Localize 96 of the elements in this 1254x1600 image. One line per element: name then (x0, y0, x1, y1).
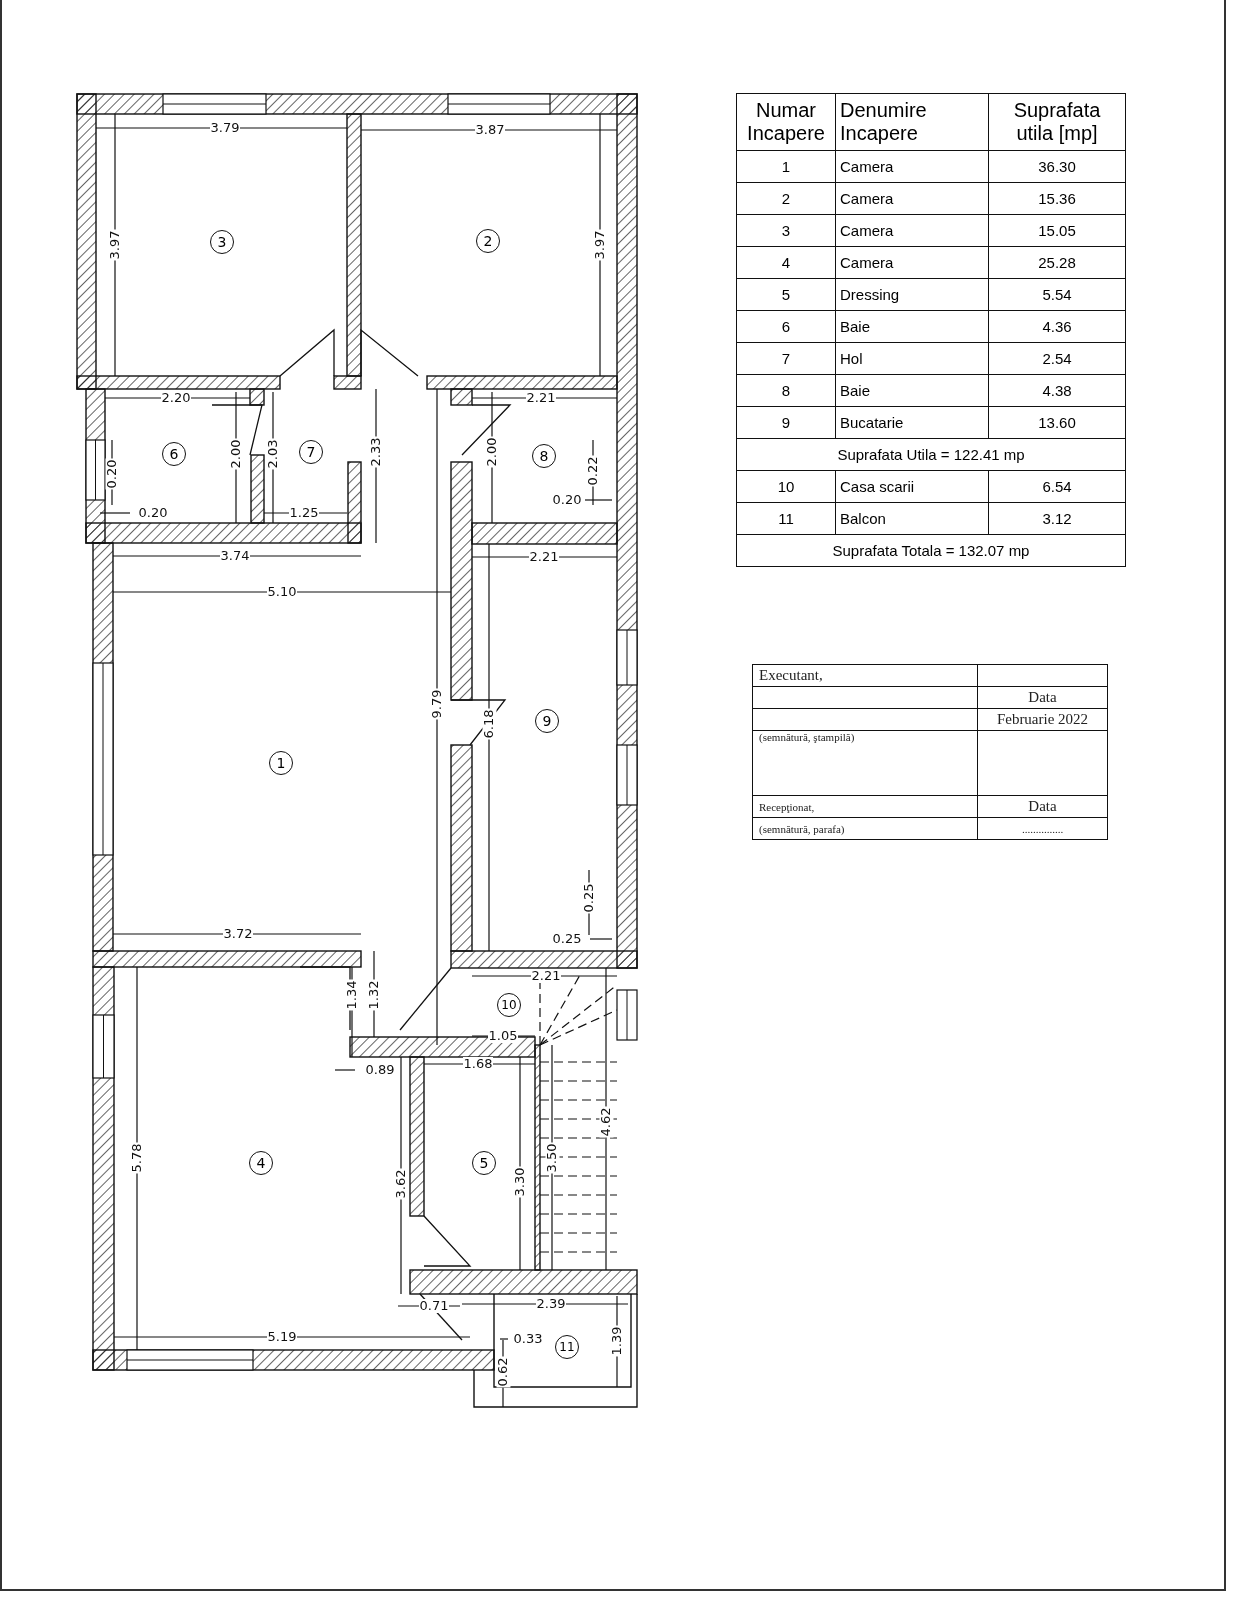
table-cell: Februarie 2022 (977, 708, 1108, 731)
dimension-label: 2.33 (369, 436, 383, 468)
table-cell: Numar Incapere (736, 93, 836, 151)
room-number: 6 (162, 442, 186, 466)
table-cell: Suprafata Utila = 122.41 mp (736, 438, 1126, 471)
dimension-label: 1.05 (487, 1029, 519, 1043)
table-cell: 11 (736, 502, 836, 535)
table-cell: 4 (736, 246, 836, 279)
table-cell: Balcon (835, 502, 989, 535)
room-number: 7 (299, 440, 323, 464)
dimension-label: 2.00 (485, 436, 499, 468)
table-cell: Executant, (752, 664, 978, 687)
dimension-label: 3.50 (545, 1142, 559, 1174)
room-number: 4 (249, 1151, 273, 1175)
dimension-label: 3.74 (219, 549, 251, 563)
room-number: 11 (555, 1335, 579, 1359)
table-cell: 6.54 (988, 470, 1126, 503)
dimension-label: 0.22 (586, 455, 600, 487)
dimension-label: 0.71 (418, 1299, 450, 1313)
table-cell: 4.38 (988, 374, 1126, 407)
table-cell: 25.28 (988, 246, 1126, 279)
table-cell: 6 (736, 310, 836, 343)
table-cell: 2 (736, 182, 836, 215)
table-cell: 5.54 (988, 278, 1126, 311)
table-cell: 15.05 (988, 214, 1126, 247)
dimension-label: 0.33 (512, 1332, 544, 1346)
dimension-label: 0.62 (496, 1356, 510, 1388)
dimension-label: 5.10 (266, 585, 298, 599)
table-cell: Bucatarie (835, 406, 989, 439)
table-cell: 3.12 (988, 502, 1126, 535)
table-cell: 4.36 (988, 310, 1126, 343)
table-cell: Baie (835, 374, 989, 407)
dimension-label: 1.25 (288, 506, 320, 520)
dimension-label: 2.39 (535, 1297, 567, 1311)
table-cell: (semnătură, parafa) (752, 817, 978, 840)
table-cell: Suprafata utila [mp] (988, 93, 1126, 151)
dimension-label: 3.97 (108, 229, 122, 261)
table-cell: 8 (736, 374, 836, 407)
table-cell: 9 (736, 406, 836, 439)
table-cell: Suprafata Totala = 132.07 mp (736, 534, 1126, 567)
dimension-label: 2.00 (229, 438, 243, 470)
table-cell: Camera (835, 246, 989, 279)
dimension-label: 0.20 (137, 506, 169, 520)
room-number: 5 (472, 1151, 496, 1175)
table-cell: Data (977, 686, 1108, 709)
room-number: 1 (269, 751, 293, 775)
dimension-label: 3.72 (222, 927, 254, 941)
table-cell: ............... (977, 817, 1108, 840)
room-number: 2 (476, 229, 500, 253)
table-cell: Camera (835, 182, 989, 215)
dimension-label: 2.03 (266, 438, 280, 470)
table-cell: 5 (736, 278, 836, 311)
table-cell: Hol (835, 342, 989, 375)
table-cell: 2.54 (988, 342, 1126, 375)
dimension-label: 3.62 (394, 1168, 408, 1200)
table-cell: Baie (835, 310, 989, 343)
dimension-label: 1.68 (462, 1057, 494, 1071)
dimension-label: 3.79 (209, 121, 241, 135)
dimension-label: 2.21 (528, 550, 560, 564)
table-cell: 36.30 (988, 150, 1126, 183)
room-number: 8 (532, 444, 556, 468)
dimension-label: 5.19 (266, 1330, 298, 1344)
dimension-label: 1.39 (610, 1325, 624, 1357)
dimension-label: 0.25 (582, 882, 596, 914)
table-cell: Dressing (835, 278, 989, 311)
dimension-label: 3.87 (474, 123, 506, 137)
dimension-label: 6.18 (482, 708, 496, 740)
table-cell: 3 (736, 214, 836, 247)
table-cell: Casa scarii (835, 470, 989, 503)
table-cell: Recepţionat, (752, 795, 978, 818)
dimension-label: 9.79 (430, 688, 444, 720)
table-cell: Data (977, 795, 1108, 818)
dimension-label: 5.78 (130, 1142, 144, 1174)
dimension-label: 2.21 (530, 969, 562, 983)
dimension-label: 0.25 (551, 932, 583, 946)
dimension-label: 3.30 (513, 1166, 527, 1198)
dimension-label: 1.34 (345, 979, 359, 1011)
room-number: 10 (497, 993, 521, 1017)
dimension-label: 2.21 (525, 391, 557, 405)
room-number: 3 (210, 230, 234, 254)
room-number: 9 (535, 709, 559, 733)
table-cell: 13.60 (988, 406, 1126, 439)
table-cell: 15.36 (988, 182, 1126, 215)
dimension-label: 0.20 (551, 493, 583, 507)
dimension-label: 1.32 (367, 979, 381, 1011)
table-cell: 7 (736, 342, 836, 375)
table-cell: (semnătură, ştampilă) (752, 730, 978, 796)
dimension-label: 4.62 (599, 1106, 613, 1138)
table-cell: Camera (835, 150, 989, 183)
table-cell: 10 (736, 470, 836, 503)
table-cell: Denumire Incapere (835, 93, 989, 151)
table-cell: 1 (736, 150, 836, 183)
table-cell: Camera (835, 214, 989, 247)
dimension-label: 0.89 (364, 1063, 396, 1077)
dimension-label: 3.97 (593, 229, 607, 261)
dimension-label: 2.20 (160, 391, 192, 405)
